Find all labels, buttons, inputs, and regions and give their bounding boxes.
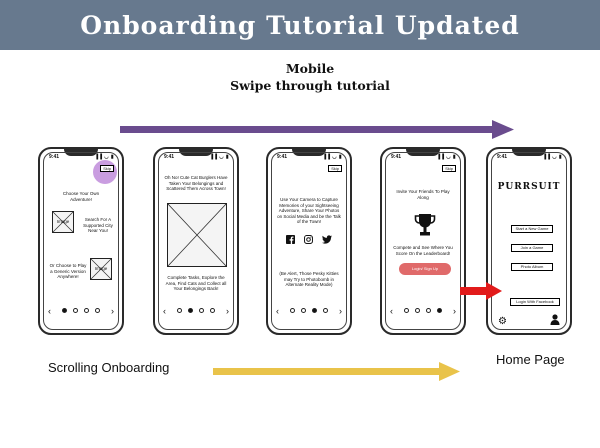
page-dot[interactable] [95,307,100,313]
page-dot[interactable] [62,307,67,313]
status-icons: ▐▐ ◡ ▮ [209,154,229,160]
pagination-nav: ‹ › [390,306,456,316]
login-signup-button[interactable]: Login/ Sign Up [399,263,451,275]
status-time: 9:41 [277,154,288,160]
leaderboard-text: Compete and See Where You Score On the L… [393,245,453,256]
story-image-placeholder [167,203,227,267]
page-dot[interactable] [312,307,317,313]
image-placeholder: Image [90,258,112,280]
app-logo: PURRSUIT [497,182,561,192]
phone-onboarding-3: 9:41 ▐▐ ◡ ▮ Skip Use Your Camera to Capt… [266,147,352,335]
page-dot[interactable] [426,307,431,313]
pagination-dots [401,307,445,315]
story-intro-text: Oh No! Cute Cat Burglers Have Taken Your… [164,175,228,192]
screen-onboarding-3: 9:41 ▐▐ ◡ ▮ Skip Use Your Camera to Capt… [271,152,347,330]
facebook-icon[interactable] [286,235,296,244]
image-placeholder-icon [168,204,226,266]
chevron-left-icon[interactable]: ‹ [48,306,51,316]
page-dot[interactable] [415,307,420,313]
title-banner: Onboarding Tutorial Updated [0,0,600,50]
status-icons: ▐▐ ◡ ▮ [322,154,342,160]
caption-scrolling-onboarding: Scrolling Onboarding [48,360,170,375]
chevron-right-icon[interactable]: › [111,306,114,316]
chevron-right-icon[interactable]: › [453,306,456,316]
pagination-nav: ‹ › [163,306,229,316]
status-icons: ▐▐ ◡ ▮ [542,154,562,160]
screen-onboarding-1: 9:41 ▐▐ ◡ ▮ Skip Choose Your Own Adventu… [43,152,119,330]
page-dot[interactable] [210,307,215,313]
page-dot[interactable] [73,307,78,313]
trophy-icon [414,214,436,236]
phone-onboarding-1: 9:41 ▐▐ ◡ ▮ Skip Choose Your Own Adventu… [38,147,124,335]
generic-version-text: Or Choose to Play a Generic Version Anyw… [49,263,87,280]
red-arrow [460,282,502,300]
skip-button[interactable]: Skip [442,165,456,172]
pagination-nav: ‹ › [276,306,342,316]
image-label: Image [94,266,108,272]
start-new-game-button[interactable]: Start a New Game [511,225,553,233]
complete-tasks-text: Complete Tasks, Explore the Area, Find C… [165,275,227,292]
pagination-dots [287,307,331,315]
pagination-nav: ‹ › [48,306,114,316]
status-time: 9:41 [49,154,60,160]
instagram-icon[interactable] [304,235,313,244]
skip-highlight-circle [93,160,117,184]
chevron-left-icon[interactable]: ‹ [163,306,166,316]
chevron-right-icon[interactable]: › [226,306,229,316]
screen-onboarding-4: 9:41 ▐▐ ◡ ▮ Skip Invite Your Friends To … [385,152,461,330]
choose-adventure-text: Choose Your Own Adventure! [62,191,100,202]
phone-onboarding-4: 9:41 ▐▐ ◡ ▮ Skip Invite Your Friends To … [380,147,466,335]
chevron-left-icon[interactable]: ‹ [390,306,393,316]
page-dot[interactable] [177,307,182,313]
screen-home-page: 9:41 ▐▐ ◡ ▮ PURRSUIT Start a New Game Jo… [491,152,567,330]
subtitle-line-1: Mobile [285,61,335,76]
search-city-text: Search For A Supported City Near You! [83,217,113,234]
scroll-direction-arrow [213,362,460,381]
chevron-left-icon[interactable]: ‹ [276,306,279,316]
invite-friends-text: Invite Your Friends To Play Along [396,189,450,200]
twitter-icon[interactable] [321,235,332,244]
page-dot[interactable] [188,307,193,313]
phone-home-page: 9:41 ▐▐ ◡ ▮ PURRSUIT Start a New Game Jo… [486,147,572,335]
page-dot[interactable] [301,307,306,313]
status-icons: ▐▐ ◡ ▮ [436,154,456,160]
join-game-button[interactable]: Join a Game [511,244,553,252]
screen-onboarding-2: 9:41 ▐▐ ◡ ▮ Oh No! Cute Cat Burglers Hav… [158,152,234,330]
pagination-dots [59,307,103,315]
photo-album-button[interactable]: Photo Album [511,263,553,271]
page-title: Onboarding Tutorial Updated [80,10,520,40]
page-dot[interactable] [199,307,204,313]
camera-text: Use Your Camera to Capture Memories of y… [277,197,341,225]
image-placeholder-icon [53,212,73,232]
photobomb-text: (Be Alert, Those Pesky Kitties may Try t… [279,271,339,288]
skip-button[interactable]: Skip [100,165,114,172]
status-icons: ▐▐ ◡ ▮ [94,154,114,160]
gear-icon[interactable]: ⚙ [498,316,507,328]
user-icon[interactable] [550,314,560,325]
subtitle-line-2: Swipe through tutorial [230,78,390,93]
page-dot[interactable] [404,307,409,313]
status-time: 9:41 [391,154,402,160]
page-dot[interactable] [84,307,89,313]
swipe-direction-arrow [120,120,514,139]
page-dot[interactable] [437,307,442,313]
image-placeholder: Image [52,211,74,233]
subtitle: Mobile Swipe through tutorial [200,60,420,94]
pagination-dots [174,307,218,315]
image-label: Image [56,219,70,225]
skip-button[interactable]: Skip [328,165,342,172]
social-icons [272,235,346,244]
phone-onboarding-2: 9:41 ▐▐ ◡ ▮ Oh No! Cute Cat Burglers Hav… [153,147,239,335]
chevron-right-icon[interactable]: › [339,306,342,316]
page-dot[interactable] [323,307,328,313]
facebook-login-button[interactable]: Login With Facebook [510,298,560,306]
page-dot[interactable] [290,307,295,313]
image-placeholder-icon [91,259,111,279]
caption-home-page: Home Page [496,352,565,367]
status-time: 9:41 [164,154,175,160]
status-time: 9:41 [497,154,508,160]
